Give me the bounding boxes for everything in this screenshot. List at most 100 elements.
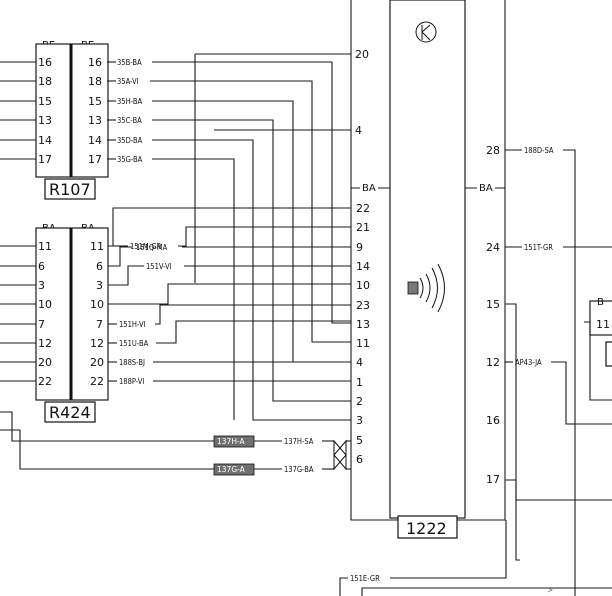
partial-connector: B 11: [584, 297, 612, 401]
svg-text:2: 2: [356, 395, 363, 408]
svg-text:35A-VI: 35A-VI: [117, 77, 139, 86]
r424-label: R424: [49, 403, 91, 422]
svg-text:18: 18: [38, 75, 52, 88]
wire-label: 188S-BJ: [119, 358, 145, 367]
svg-text:15: 15: [88, 95, 102, 108]
svg-text:16: 16: [486, 414, 500, 427]
svg-text:12: 12: [38, 337, 52, 350]
svg-text:3: 3: [356, 414, 363, 427]
svg-text:3: 3: [96, 279, 103, 292]
r107-label: R107: [49, 180, 91, 199]
module-1222: 1222 BA BA 20 4 22 21 9 14 10 23 13 11 4…: [350, 0, 506, 539]
r424-pin-row: 10 10: [0, 298, 104, 311]
antenna-tag: 137H-A: [217, 437, 245, 446]
wire-label: 151U-BA: [119, 339, 149, 348]
wire-label: 151M-GR: [130, 242, 162, 251]
module-top-pin: 4: [355, 124, 362, 137]
r424-pin-row: 11 11: [0, 240, 104, 253]
partial-header: B: [597, 297, 604, 308]
wire-label: 151Q-MA: [136, 243, 168, 252]
svg-text:22: 22: [38, 375, 52, 388]
wire-label: 151T-GR: [524, 243, 553, 252]
svg-text:3: 3: [38, 279, 45, 292]
svg-text:5: 5: [356, 434, 363, 447]
svg-text:35C-BA: 35C-BA: [117, 116, 142, 125]
r424-pin-row: 20 20: [0, 356, 104, 369]
svg-text:13: 13: [38, 114, 52, 127]
antenna-row: 137G-A 137G-BA: [0, 429, 334, 476]
wire-label: 188P-VI: [119, 377, 144, 386]
svg-text:13: 13: [356, 318, 370, 331]
svg-text:14: 14: [88, 134, 102, 147]
svg-text:15: 15: [38, 95, 52, 108]
r107-pin-row: 16 16 35B-BA: [0, 56, 142, 69]
svg-text:35B-BA: 35B-BA: [117, 58, 142, 67]
svg-text:20: 20: [90, 356, 104, 369]
r424-pin-row: 6 6: [0, 260, 103, 273]
r424-pin-row: 3 3: [0, 279, 103, 292]
svg-text:7: 7: [96, 318, 103, 331]
r424-pin-row: 22 22: [0, 375, 104, 388]
module-left-header: BA: [362, 183, 376, 194]
svg-text:22: 22: [356, 202, 370, 215]
wire-label: 137H-SA: [284, 437, 314, 446]
svg-text:17: 17: [486, 473, 500, 486]
svg-text:17: 17: [38, 153, 52, 166]
r107-pin-row: 14 14 35D-BA: [0, 134, 143, 147]
svg-text:7: 7: [38, 318, 45, 331]
svg-text:35D-BA: 35D-BA: [117, 136, 143, 145]
svg-text:35G-BA: 35G-BA: [117, 155, 143, 164]
wire-label: 188D-SA: [524, 146, 554, 155]
svg-text:16: 16: [38, 56, 52, 69]
svg-text:10: 10: [90, 298, 104, 311]
bottom-wire: 151E-GR: [339, 520, 612, 596]
svg-text:22: 22: [90, 375, 104, 388]
svg-text:11: 11: [356, 337, 370, 350]
svg-text:14: 14: [356, 260, 370, 273]
svg-text:13: 13: [88, 114, 102, 127]
r424-pin-row: 7 7: [0, 318, 103, 331]
svg-text:6: 6: [38, 260, 45, 273]
r107-pin-row: 17 17 35G-BA: [0, 153, 143, 166]
wire-label: 137G-BA: [284, 465, 314, 474]
svg-text:20: 20: [38, 356, 52, 369]
svg-text:11: 11: [38, 240, 52, 253]
svg-text:23: 23: [356, 299, 370, 312]
antenna-row: 137H-A 137H-SA: [0, 411, 334, 448]
svg-text:12: 12: [486, 356, 500, 369]
module-right-wires: 188D-SA 151T-GR AP43-JA: [505, 146, 612, 596]
svg-text:6: 6: [356, 453, 363, 466]
svg-text:10: 10: [38, 298, 52, 311]
svg-text:35H-BA: 35H-BA: [117, 97, 142, 106]
svg-text:6: 6: [96, 260, 103, 273]
r424-pin-row: 12 12: [0, 337, 104, 350]
r107-pin-row: 15 15 35H-BA: [0, 95, 142, 108]
r107-wires: [150, 53, 351, 421]
svg-text:28: 28: [486, 144, 500, 157]
module-label: 1222: [406, 519, 447, 538]
connector-r107: BE BE R107 16 16 35B-BA 18 18 35A-VI 15 …: [0, 40, 143, 200]
wire-label: 151H-VI: [119, 320, 146, 329]
svg-text:1: 1: [356, 376, 363, 389]
svg-text:21: 21: [356, 221, 370, 234]
svg-text:17: 17: [88, 153, 102, 166]
connector-r424: BA BA R424 11 11 6 6 3 3 10 10 7: [0, 223, 109, 423]
wire-label: 151E-GR: [350, 574, 380, 583]
module-top-pin: 20: [355, 48, 369, 61]
svg-text:16: 16: [88, 56, 102, 69]
module-right-header: BA: [479, 183, 493, 194]
r107-pin-row: 18 18 35A-VI: [0, 75, 139, 88]
wire-label: 151V-VI: [146, 262, 172, 271]
svg-text:11: 11: [90, 240, 104, 253]
svg-text:9: 9: [356, 241, 363, 254]
antenna-tag: 137G-A: [217, 465, 246, 474]
partial-pin: 11: [596, 318, 610, 331]
svg-text:24: 24: [486, 241, 500, 254]
wireless-signal-icon: [407, 263, 445, 313]
svg-text:15: 15: [486, 298, 500, 311]
svg-text:18: 18: [88, 75, 102, 88]
r107-pin-row: 13 13 35C-BA: [0, 114, 142, 127]
svg-text:14: 14: [38, 134, 52, 147]
wire-label: AP43-JA: [515, 358, 542, 367]
